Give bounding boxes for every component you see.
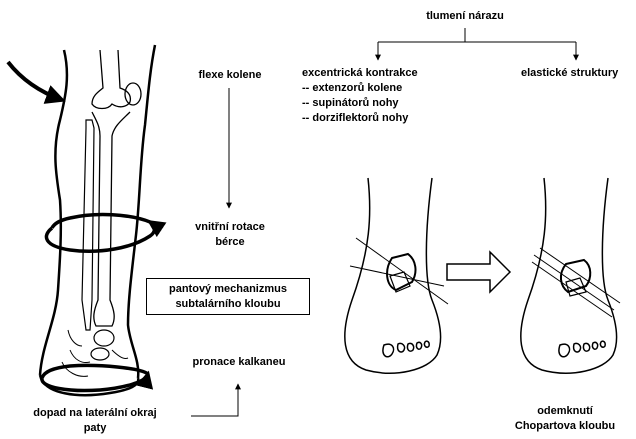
- label-tlumeni-narazu: tlumení nárazu: [400, 9, 530, 24]
- knee-flexion-arrow: [8, 62, 62, 100]
- label-flexe-kolene: flexe kolene: [181, 68, 279, 83]
- calf-rotation-arrow: [46, 222, 154, 251]
- label-odemknuti-chopartova-kloubu: odemknutí Chopartova kloubu: [500, 404, 630, 434]
- calcaneus: [91, 348, 109, 360]
- foot-right: [521, 178, 617, 373]
- left-foot-axis-1: [356, 238, 448, 304]
- label-excentricka-kontrakce: excentrická kontrakce -- extenzorů kolen…: [302, 66, 418, 126]
- tibia: [92, 112, 130, 326]
- label-elasticke-struktury: elastické struktury: [521, 66, 618, 81]
- impact-to-pronation-arrow: [191, 384, 238, 416]
- label-dopad-na-lateralni-okraj: dopad na laterální okraj paty: [8, 406, 182, 436]
- label-vnitrni-rotace: vnitřní rotace bérce: [176, 220, 284, 250]
- label-pantovy-mechanizmus: pantový mechanizmus subtalárního kloubu: [146, 278, 310, 315]
- foot-bones: [62, 330, 128, 376]
- femur: [92, 50, 130, 109]
- left-foot-axis-2: [350, 266, 444, 286]
- patella: [125, 83, 141, 105]
- talus: [94, 330, 114, 346]
- shock-absorption-tree: [378, 28, 576, 60]
- label-pronace-kalkaneu: pronace kalkaneu: [171, 355, 307, 370]
- fibula: [82, 120, 94, 330]
- transition-arrow: [447, 252, 510, 292]
